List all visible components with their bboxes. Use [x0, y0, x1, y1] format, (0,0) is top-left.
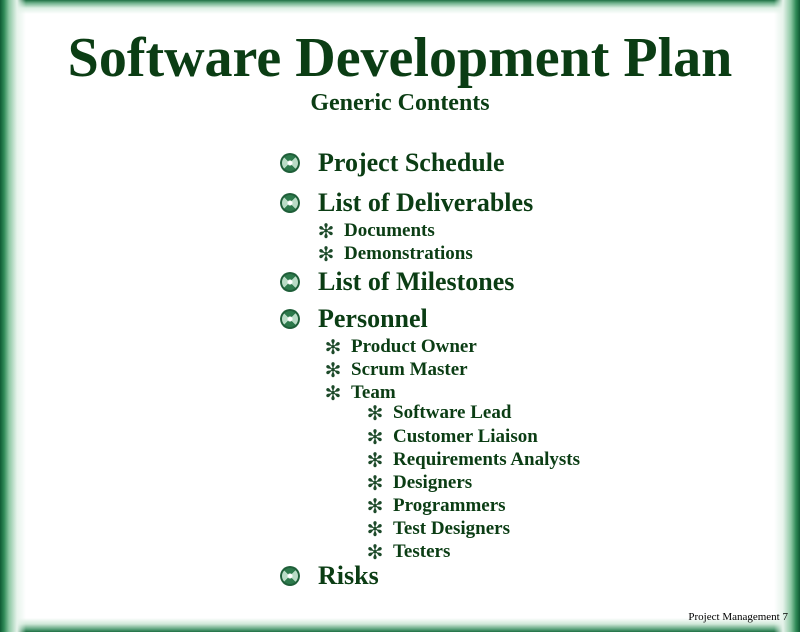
item-label: Personnel — [318, 304, 428, 333]
asterisk-icon: ✻ — [366, 425, 384, 449]
item-label: Project Schedule — [318, 148, 505, 177]
asterisk-icon: ✻ — [324, 335, 342, 359]
asterisk-icon: ✻ — [366, 517, 384, 541]
item-label: Testers — [393, 541, 451, 562]
list-item-software-lead: ✻ Software Lead — [365, 401, 512, 425]
item-label: Requirements Analysts — [393, 449, 581, 470]
asterisk-icon: ✻ — [317, 219, 335, 243]
list-item-list-of-deliverables: List of Deliverables — [280, 188, 533, 218]
item-label: Demonstrations — [344, 243, 473, 264]
green-quartered-circle-icon — [280, 566, 300, 586]
asterisk-icon: ✻ — [324, 381, 342, 405]
list-item-list-of-milestones: List of Milestones — [280, 267, 514, 297]
item-label: Team — [351, 382, 396, 403]
green-quartered-circle-icon — [280, 272, 300, 292]
item-label: List of Milestones — [318, 267, 515, 296]
item-label: Scrum Master — [351, 359, 468, 380]
list-item-test-designers: ✻ Test Designers — [365, 518, 510, 540]
item-label: Software Lead — [393, 402, 512, 423]
list-item-personnel: Personnel — [280, 304, 428, 334]
list-item-project-schedule: Project Schedule — [280, 148, 505, 178]
item-label: Documents — [344, 220, 435, 241]
asterisk-icon: ✻ — [366, 540, 384, 564]
item-label: Programmers — [393, 495, 506, 516]
slide-title: Software Development Plan — [67, 27, 733, 89]
list-item-requirements-analysts: ✻ Requirements Analysts — [365, 449, 580, 471]
asterisk-icon: ✻ — [324, 358, 342, 382]
list-item-programmers: ✻ Programmers — [365, 495, 506, 517]
item-label: List of Deliverables — [318, 188, 534, 217]
asterisk-icon: ✻ — [366, 494, 384, 518]
item-label: Product Owner — [351, 336, 477, 357]
green-quartered-circle-icon — [280, 193, 300, 213]
green-quartered-circle-icon — [280, 153, 300, 173]
list-item-team: ✻ Team — [323, 382, 396, 404]
item-label: Customer Liaison — [393, 426, 538, 447]
asterisk-icon: ✻ — [366, 401, 384, 425]
list-item-designers: ✻ Designers — [365, 471, 473, 495]
item-label: Designers — [393, 472, 473, 493]
list-item-product-owner: ✻ Product Owner — [323, 336, 477, 358]
asterisk-icon: ✻ — [317, 242, 335, 266]
item-label: Test Designers — [393, 518, 510, 539]
asterisk-icon: ✻ — [366, 448, 384, 472]
list-item-demonstrations: ✻ Demonstrations — [316, 243, 473, 265]
asterisk-icon: ✻ — [366, 471, 384, 495]
list-item-documents: ✻ Documents — [316, 220, 435, 242]
slide-footer: Project Management 7 — [688, 611, 788, 623]
green-quartered-circle-icon — [280, 309, 300, 329]
list-item-testers: ✻ Testers — [365, 540, 451, 564]
slide-subtitle: Generic Contents — [310, 90, 490, 116]
list-item-risks: Risks — [280, 561, 379, 591]
list-item-scrum-master: ✻ Scrum Master — [323, 359, 468, 381]
item-label: Risks — [318, 561, 379, 590]
list-item-customer-liaison: ✻ Customer Liaison — [365, 426, 538, 448]
